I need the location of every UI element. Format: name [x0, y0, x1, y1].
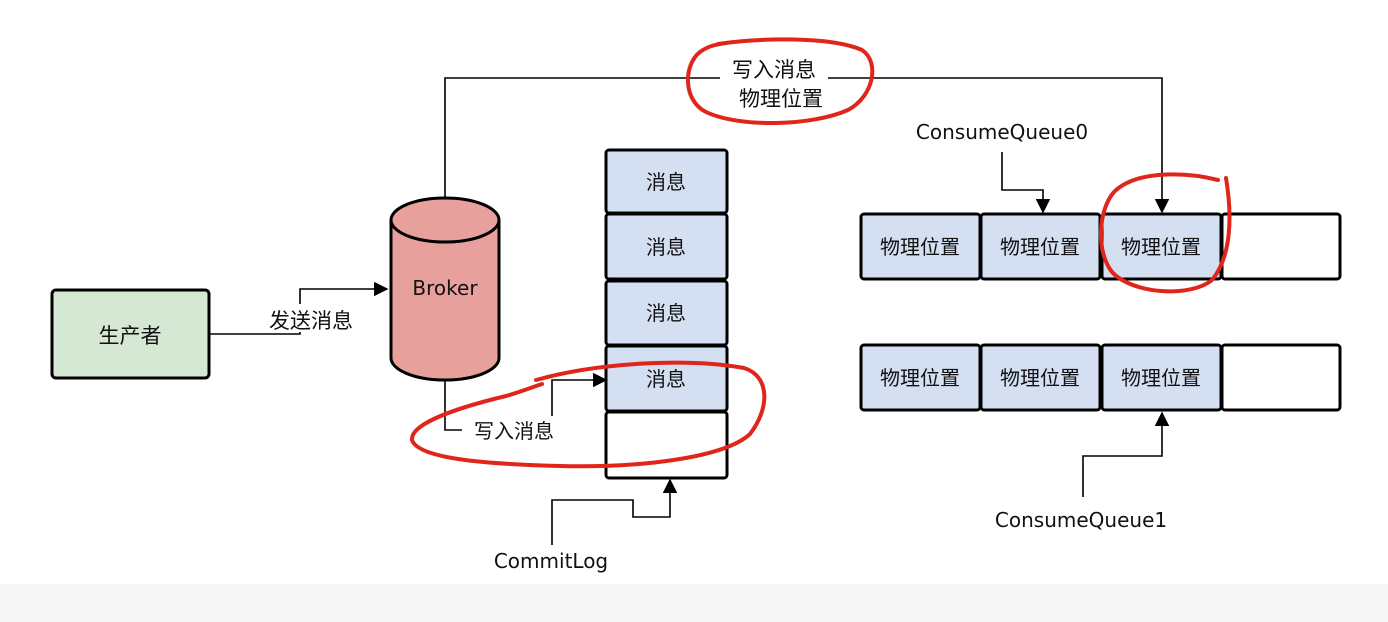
consume-queue-1-label: ConsumeQueue1 — [995, 508, 1167, 532]
write-position-label-1: 写入消息 — [732, 58, 816, 82]
commitlog-cell — [604, 212, 729, 281]
producer-node: 生产者 — [50, 288, 211, 380]
write-position-edge: 写入消息 物理位置 — [444, 52, 1170, 214]
consume-queue-1-row: 物理位置 物理位置 物理位置 — [859, 343, 1342, 412]
write-commitlog-label: 写入消息 — [474, 419, 554, 443]
consume-queue-1-pointer: ConsumeQueue1 — [995, 411, 1170, 532]
send-message-edge: 发送消息 — [210, 281, 389, 335]
consume-queue-0-label: ConsumeQueue0 — [916, 120, 1088, 144]
queue1-cell-label: 物理位置 — [1121, 366, 1201, 390]
send-message-label: 发送消息 — [269, 309, 353, 333]
commitlog-pointer: CommitLog — [494, 478, 678, 573]
queue0-cell-label: 物理位置 — [1000, 235, 1080, 259]
commitlog-cell-label: 消息 — [646, 301, 686, 325]
queue1-cell-label: 物理位置 — [880, 366, 960, 390]
commitlog-cell-label: 消息 — [646, 170, 686, 194]
broker-label: Broker — [412, 276, 478, 300]
commitlog-column: 消息 消息 消息 消息 — [604, 148, 729, 480]
broker-node: Broker — [389, 196, 501, 382]
bottom-band — [0, 584, 1388, 622]
write-commitlog-edge: 写入消息 — [444, 372, 608, 444]
commitlog-label: CommitLog — [494, 549, 608, 573]
queue0-cell-empty — [1220, 212, 1342, 281]
commitlog-cell-empty — [604, 410, 729, 480]
consume-queue-0-pointer: ConsumeQueue0 — [916, 120, 1088, 214]
queue1-cell-label: 物理位置 — [1000, 366, 1080, 390]
highlight-commitlog-write — [410, 360, 767, 469]
commitlog-cell-label: 消息 — [646, 235, 686, 259]
queue0-cell-label: 物理位置 — [1121, 235, 1201, 259]
commitlog-cell-label: 消息 — [646, 367, 686, 391]
highlight-queue0-cell — [1099, 172, 1232, 294]
producer-label: 生产者 — [99, 324, 162, 348]
highlight-write-position — [686, 37, 875, 126]
architecture-diagram: 生产者 发送消息 Broker 写入消息 物理位置 写入消息 消息 消息 消息 … — [50, 37, 1342, 573]
queue1-cell-empty — [1220, 343, 1342, 412]
queue0-cell-label: 物理位置 — [880, 235, 960, 259]
consume-queue-0-row: 物理位置 物理位置 物理位置 — [859, 212, 1342, 281]
queue1-cell — [979, 343, 1102, 412]
write-position-label-2: 物理位置 — [739, 87, 823, 111]
